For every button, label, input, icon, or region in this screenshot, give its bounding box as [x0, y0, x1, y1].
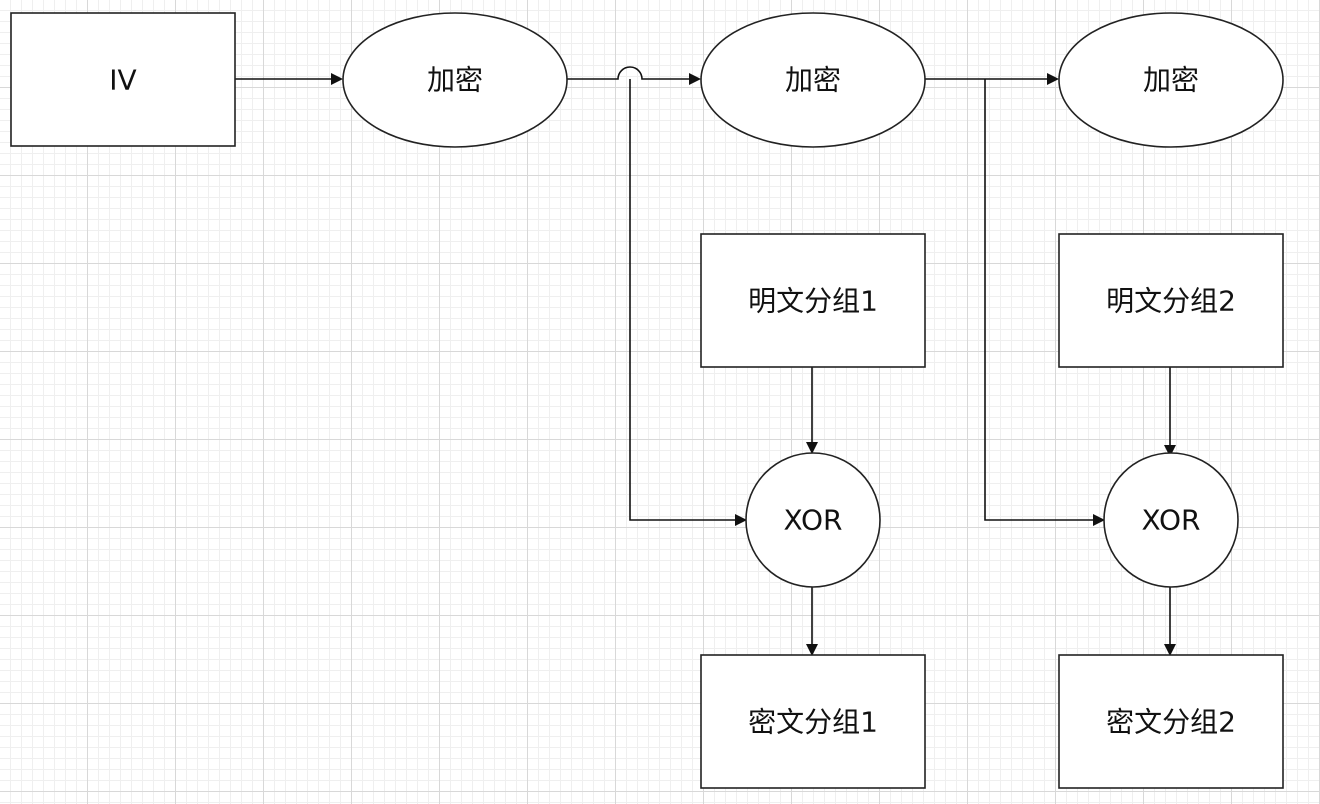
node-encrypt-3[interactable]: 加密	[1058, 12, 1284, 148]
node-iv-label: IV	[109, 64, 136, 97]
node-plaintext-2[interactable]: 明文分组2	[1058, 233, 1284, 368]
node-ciphertext-1-label: 密文分组1	[748, 706, 878, 739]
node-xor-1[interactable]: XOR	[745, 452, 881, 588]
node-xor-2-label: XOR	[1142, 504, 1201, 537]
node-encrypt-2-label: 加密	[785, 64, 841, 97]
edge-encrypt2-to-xor2	[984, 79, 1105, 526]
node-encrypt-2[interactable]: 加密	[700, 12, 926, 148]
node-encrypt-1[interactable]: 加密	[342, 12, 568, 148]
edges-group	[235, 66, 1176, 656]
node-encrypt-3-label: 加密	[1143, 64, 1199, 97]
node-ciphertext-2[interactable]: 密文分组2	[1058, 654, 1284, 789]
node-xor-1-label: XOR	[784, 504, 843, 537]
node-plaintext-1[interactable]: 明文分组1	[700, 233, 926, 368]
node-iv[interactable]: IV	[10, 12, 236, 147]
node-ciphertext-1[interactable]: 密文分组1	[700, 654, 926, 789]
edge-encrypt1-to-encrypt2	[567, 66, 701, 85]
node-plaintext-1-label: 明文分组1	[748, 285, 878, 318]
node-encrypt-1-label: 加密	[427, 64, 483, 97]
node-plaintext-2-label: 明文分组2	[1106, 285, 1236, 318]
node-xor-2[interactable]: XOR	[1103, 452, 1239, 588]
edge-encrypt1-to-xor1	[629, 79, 747, 526]
node-ciphertext-2-label: 密文分组2	[1106, 706, 1236, 739]
